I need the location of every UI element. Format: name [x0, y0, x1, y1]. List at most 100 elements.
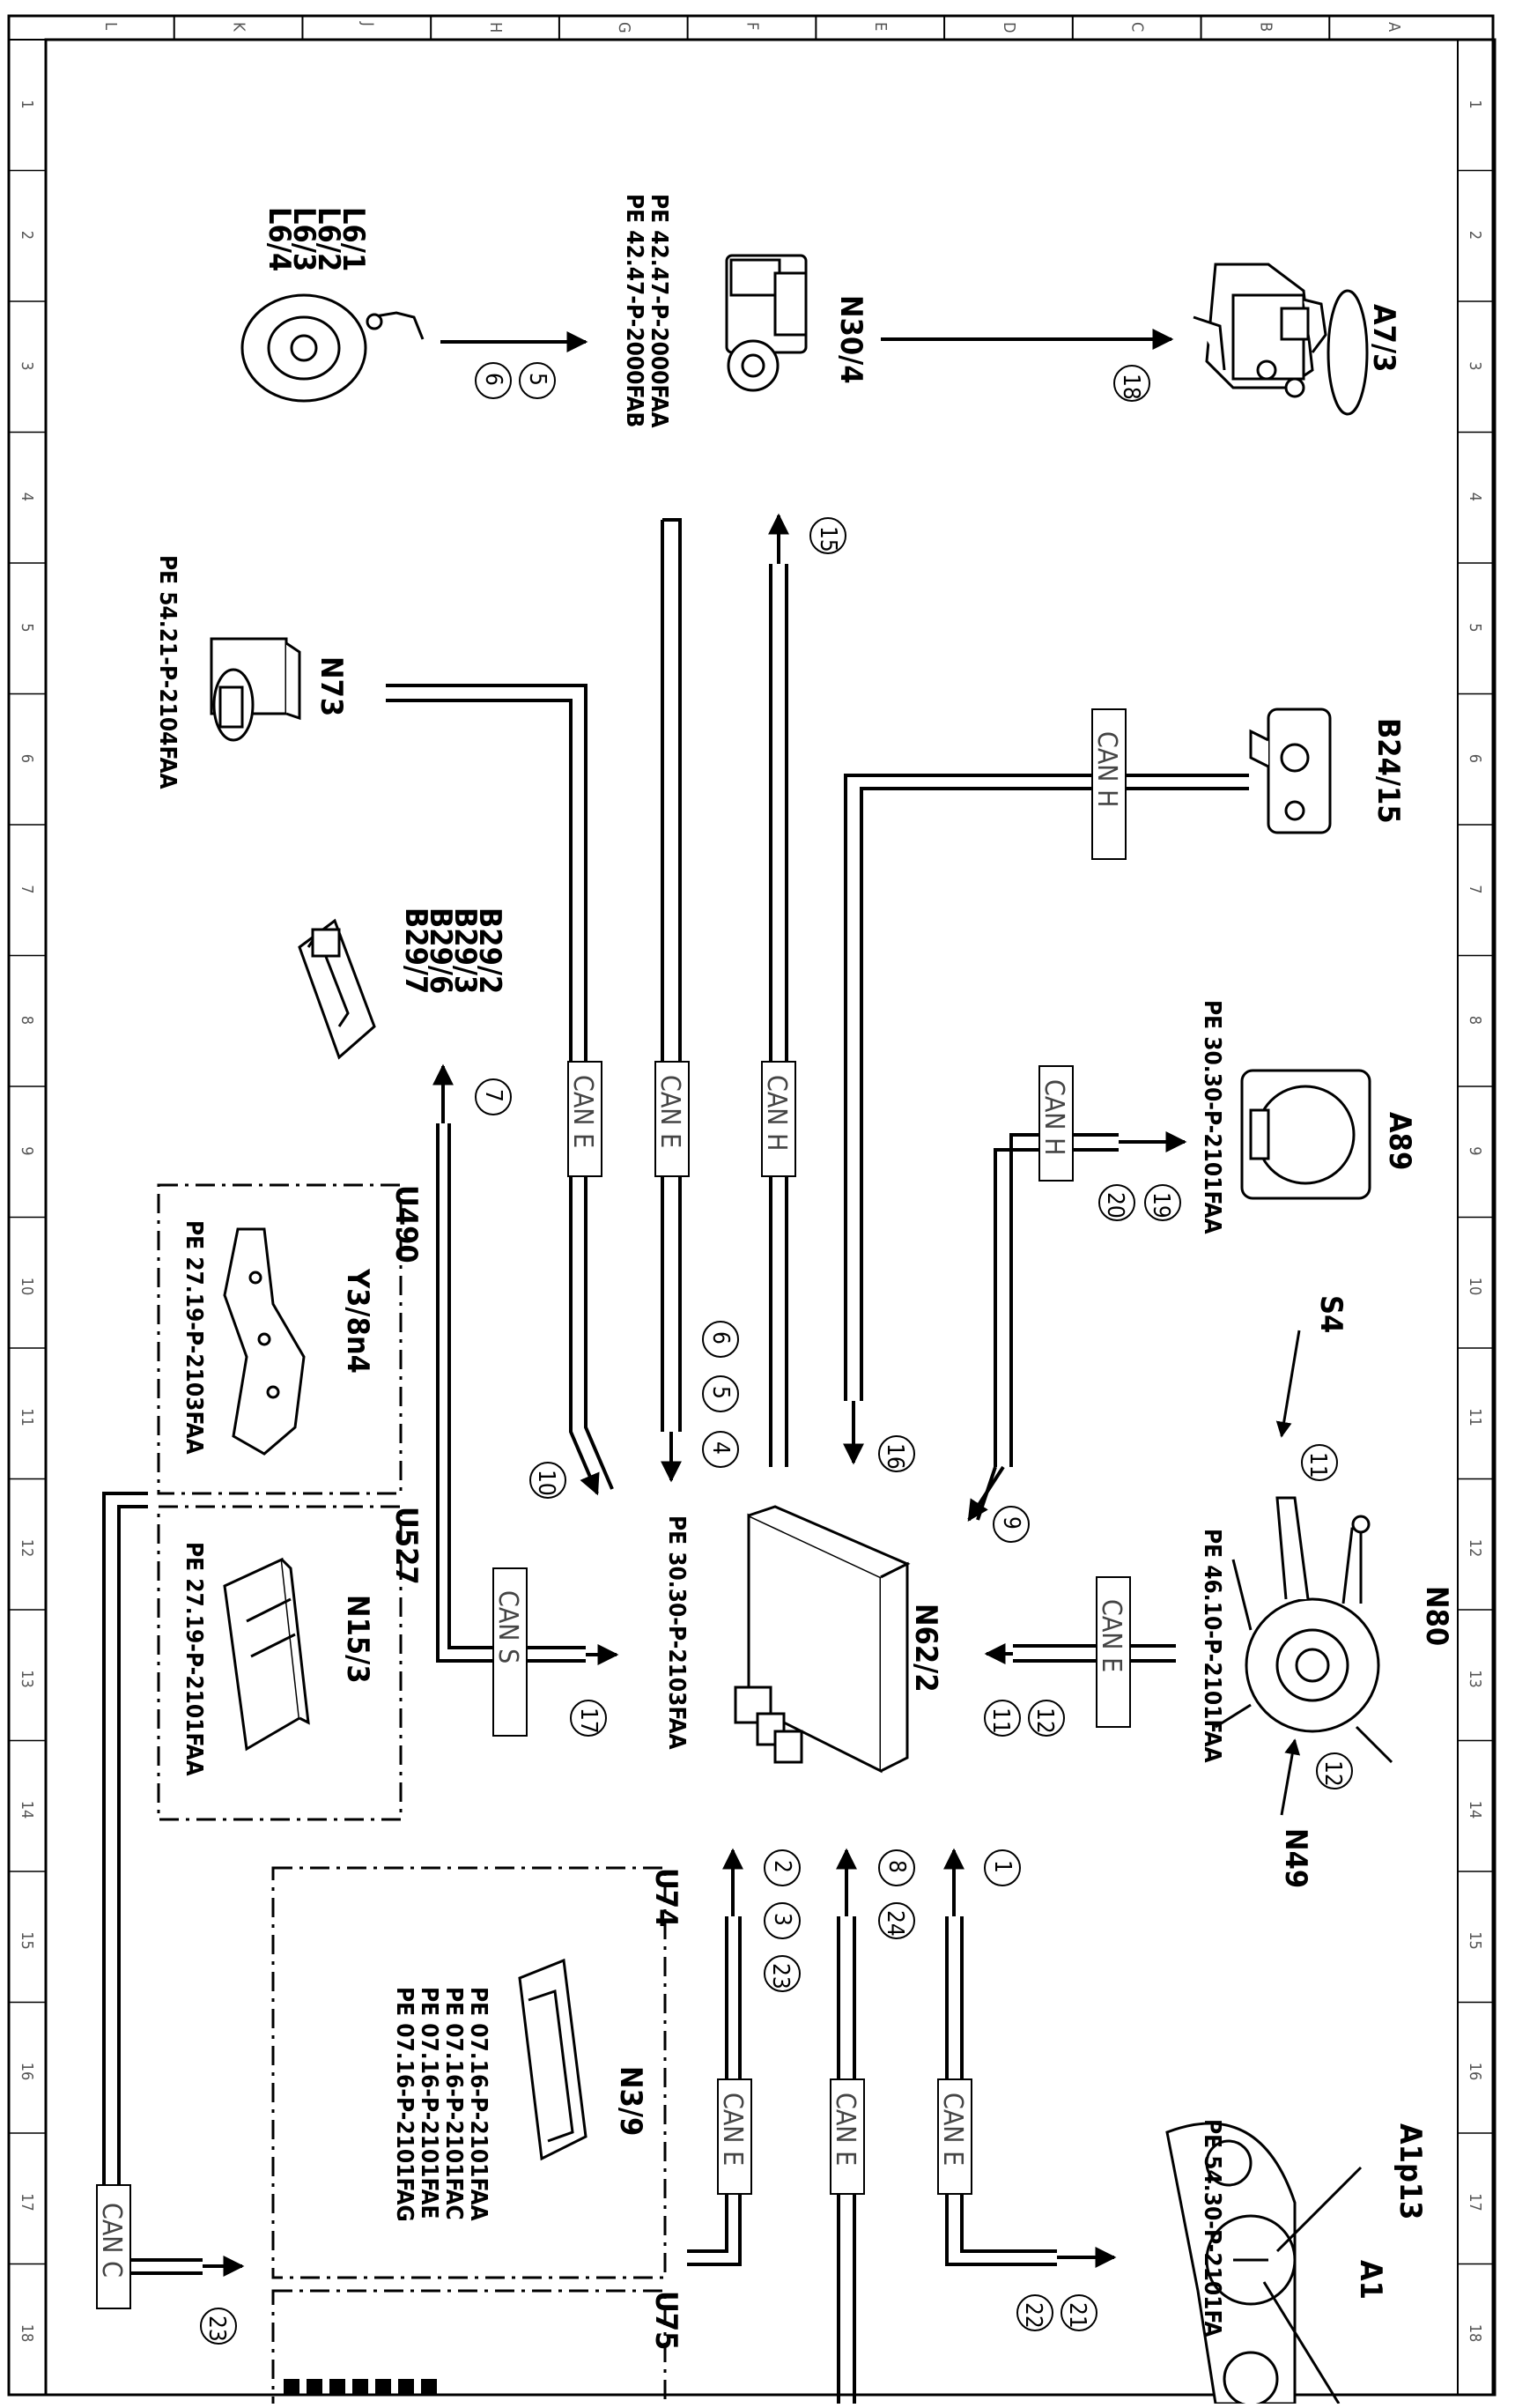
- ruler-number-left: 3: [18, 361, 36, 370]
- can-e-label-b2: CAN E: [830, 2078, 865, 2195]
- y3-8n4-ref: PE 27.19-P-2103FAA: [181, 1220, 207, 1455]
- n62-2-label: N62/2: [908, 1604, 943, 1693]
- b29-3-label: B29/3: [447, 908, 483, 994]
- u527-group: [157, 1505, 403, 1821]
- ruler-number-right: 6: [1466, 754, 1484, 763]
- l6-wheel-speed-sensor: [240, 293, 425, 403]
- n62-2-control-unit: [734, 1505, 911, 1774]
- n62-2-to-a89-line: [967, 1131, 1187, 1523]
- ruler-number-left: 17: [18, 2193, 36, 2212]
- n3-9-ref-1: PE 07.16-P-2101FAA: [465, 1987, 491, 2221]
- svg-text:16: 16: [882, 1443, 908, 1470]
- svg-text:7: 7: [480, 1089, 506, 1102]
- a1-pointer: [1262, 2281, 1341, 2404]
- ruler-number-left: 2: [18, 231, 36, 240]
- ruler-number-right: 18: [1466, 2324, 1484, 2343]
- signal-15: 15: [809, 517, 846, 554]
- can-e-label-b1: CAN E: [717, 2078, 752, 2195]
- ruler-letter: J: [358, 21, 376, 26]
- ruler-letter: A: [1385, 22, 1403, 32]
- svg-text:5: 5: [524, 373, 551, 386]
- u490-group: [157, 1183, 403, 1495]
- signal-21: 21: [1060, 2294, 1097, 2331]
- svg-text:6: 6: [480, 373, 506, 386]
- signal-2: 2: [764, 1849, 801, 1886]
- n73-label: N73: [314, 656, 349, 716]
- u74-group: [271, 1866, 667, 2279]
- svg-text:CAN E: CAN E: [567, 1075, 598, 1148]
- signal-24: 24: [878, 1902, 915, 1939]
- ruler-number-right: 8: [1466, 1016, 1484, 1025]
- b24-15-label: B24/15: [1371, 718, 1406, 824]
- svg-text:12: 12: [1319, 1760, 1346, 1787]
- n3-9-ref-4: PE 07.16-P-2101FAG: [391, 1987, 418, 2222]
- b29-sensors: [298, 918, 376, 1060]
- svg-text:19: 19: [1148, 1192, 1174, 1219]
- signal-17: 17: [570, 1700, 607, 1737]
- svg-text:8: 8: [883, 1860, 910, 1873]
- can-e-label-2: CAN E: [654, 1061, 690, 1177]
- ruler-number-left: 15: [18, 1931, 36, 1950]
- ruler-number-left: 11: [18, 1408, 36, 1426]
- b29-6-label: B29/6: [423, 908, 458, 994]
- svg-text:CAN H: CAN H: [761, 1075, 792, 1151]
- signal-1: 1: [984, 1849, 1021, 1886]
- n15-3-label: N15/3: [340, 1595, 375, 1684]
- n49-pointer: [1280, 1738, 1301, 1816]
- ruler-number-right: 17: [1466, 2193, 1484, 2212]
- svg-text:11: 11: [987, 1708, 1014, 1734]
- n62-2-to-b29-line: [432, 1063, 619, 1665]
- signal-11-top: 11: [1301, 1444, 1338, 1481]
- a1p13-pointer: [1275, 2166, 1363, 2253]
- n30-4-control-unit: [725, 254, 808, 392]
- ruler-number-left: 18: [18, 2324, 36, 2343]
- ruler-letter: G: [615, 22, 633, 33]
- ruler-number-right: 10: [1466, 1278, 1484, 1296]
- svg-text:CAN S: CAN S: [492, 1590, 523, 1663]
- ruler-number-right: 13: [1466, 1670, 1484, 1688]
- signal-4: 4: [702, 1431, 739, 1468]
- n30-4-ref-1: PE 42.47-P-2000FAA: [646, 194, 672, 428]
- l6-3-label: L6/3: [286, 207, 321, 271]
- can-h-label-1: CAN H: [761, 1061, 796, 1177]
- svg-text:20: 20: [1102, 1192, 1128, 1219]
- ruler-number-left: 4: [18, 493, 36, 501]
- signal-12-left: 12: [1028, 1700, 1065, 1737]
- svg-text:CAN E: CAN E: [937, 2093, 968, 2166]
- a89-sensor: [1240, 1069, 1371, 1200]
- n30-4-ref-2: PE 42.47-P-2000FAB: [621, 194, 647, 427]
- ruler-number-right: 4: [1466, 493, 1484, 501]
- ruler-number-right: 12: [1466, 1539, 1484, 1558]
- svg-text:12: 12: [1031, 1708, 1058, 1734]
- can-e-label-n80: CAN E: [1096, 1576, 1131, 1728]
- ruler-number-right: 14: [1466, 1801, 1484, 1819]
- ruler-number-right: 15: [1466, 1931, 1484, 1950]
- a1-ref: PE 54.30-P-2101FA: [1199, 2119, 1225, 2338]
- ruler-number-left: 9: [18, 1146, 36, 1155]
- ruler-number-left: 10: [18, 1278, 36, 1296]
- can-e-label-1: CAN E: [567, 1061, 602, 1177]
- n30-4-to-n62-2-bus: [661, 518, 682, 1483]
- ruler-letter: E: [871, 22, 890, 31]
- n15-3-ref: PE 27.19-P-2101FAA: [181, 1542, 207, 1776]
- n80-steering-column-module: [1215, 1496, 1393, 1764]
- signal-5-mid: 5: [702, 1375, 739, 1412]
- a1-instrument-cluster: [1165, 2122, 1297, 2407]
- svg-text:6: 6: [707, 1331, 734, 1345]
- l6-4-label: L6/4: [262, 207, 297, 271]
- y3-8n4-valve-body: [223, 1227, 306, 1456]
- a1-label: A1: [1353, 2260, 1388, 2300]
- n62-2-bottom-bus-1: [687, 1848, 743, 2266]
- n3-9-label: N3/9: [613, 2066, 648, 2136]
- ruler-number-right: 3: [1466, 361, 1484, 370]
- svg-text:3: 3: [769, 1913, 795, 1926]
- ruler-number-left: 16: [18, 2063, 36, 2081]
- b29-2-label: B29/2: [472, 908, 507, 994]
- s4-pointer: [1275, 1330, 1301, 1438]
- u75-pe-icons: [284, 2379, 437, 2395]
- ruler-number-left: 14: [18, 1801, 36, 1819]
- b24-15-sensor: [1249, 708, 1332, 834]
- svg-text:1: 1: [989, 1860, 1016, 1873]
